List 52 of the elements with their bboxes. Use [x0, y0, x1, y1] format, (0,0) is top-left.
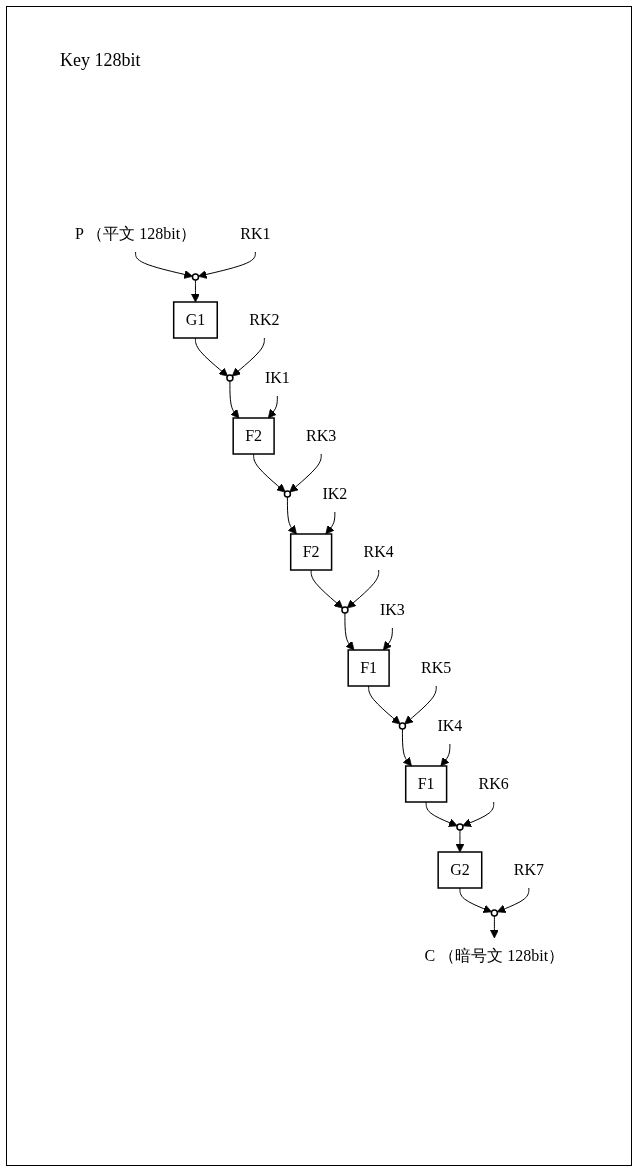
node-text: RK3: [306, 427, 337, 444]
arrow: [325, 511, 336, 535]
arrow: [459, 887, 493, 913]
arrow: [426, 801, 458, 827]
node-box: G2: [437, 851, 483, 889]
arrow: [253, 453, 286, 493]
arrow: [191, 279, 201, 303]
arrow: [287, 496, 298, 535]
node-text: RK6: [479, 775, 510, 792]
arrow: [198, 251, 257, 279]
arrow: [462, 801, 495, 827]
node-text: RK4: [364, 543, 395, 560]
node-text: IK4: [437, 717, 463, 734]
node-text: P （平文 128bit）: [75, 225, 197, 242]
node-circle: [192, 273, 200, 281]
node-text: IK2: [322, 485, 348, 502]
arrow: [497, 887, 530, 913]
node-text: RK1: [240, 225, 271, 242]
node-box: G1: [173, 301, 219, 339]
node-text: RK5: [421, 659, 452, 676]
arrow: [440, 743, 451, 767]
node-circle: [226, 374, 235, 382]
node-circle: [284, 490, 292, 498]
arrow: [195, 337, 229, 377]
node-circle: [456, 823, 465, 831]
arrow: [229, 380, 240, 419]
arrow: [289, 453, 323, 493]
node-circle: [341, 606, 350, 614]
arrow: [135, 251, 194, 279]
arrow: [344, 612, 355, 651]
node-box: F2: [290, 533, 333, 571]
arrow: [347, 569, 380, 609]
arrow: [232, 337, 266, 377]
arrow: [404, 685, 438, 725]
node-text: IK3: [380, 601, 406, 618]
arrow: [383, 627, 394, 651]
node-text: RK2: [249, 311, 280, 328]
arrow: [268, 395, 279, 419]
node-circle: [399, 722, 407, 730]
node-box: F2: [232, 417, 276, 455]
key-size-note: Key 128bit: [60, 50, 141, 71]
arrow: [368, 685, 401, 725]
arrow: [311, 569, 344, 609]
node-circle: [491, 909, 499, 917]
node-text: RK7: [514, 861, 545, 878]
arrow: [402, 728, 413, 767]
node-box: F1: [347, 649, 391, 687]
node-box: F1: [405, 765, 448, 803]
node-text: C （暗号文 128bit）: [425, 947, 565, 964]
arrow: [455, 829, 465, 853]
node-text: IK1: [265, 369, 291, 386]
arrow: [490, 915, 500, 939]
